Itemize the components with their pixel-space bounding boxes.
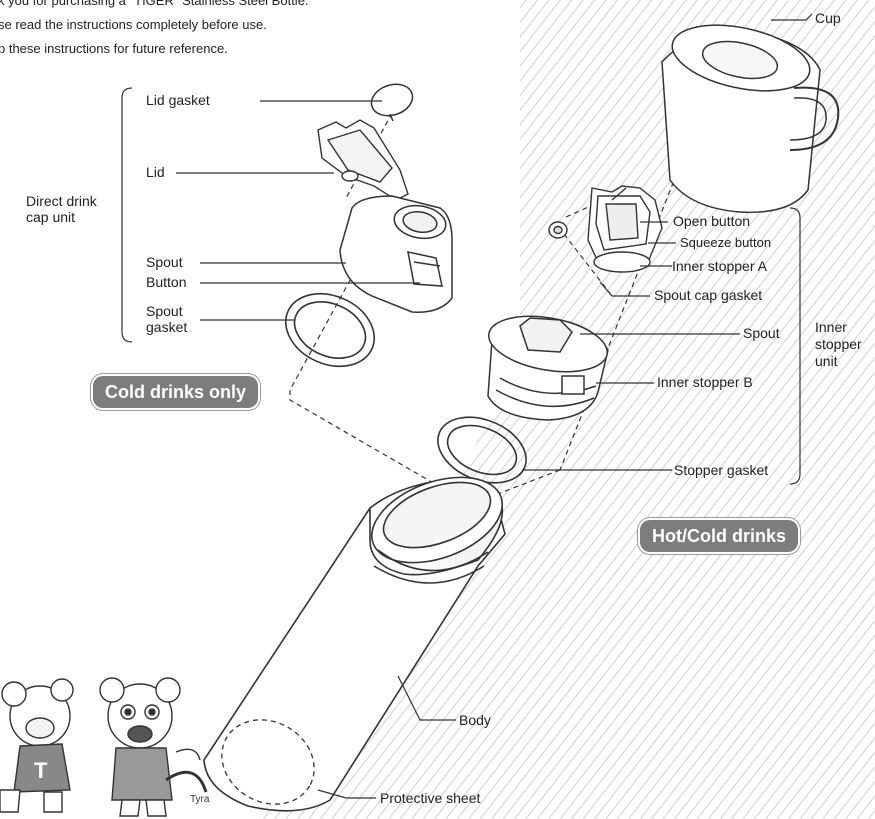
label-inner-stopper-b: Inner stopper B bbox=[657, 374, 753, 390]
intro-line-2: se read the instructions completely befo… bbox=[0, 17, 267, 32]
label-inner-stopper-a: Inner stopper A bbox=[672, 258, 767, 274]
label-direct-drink-line2: cap unit bbox=[26, 209, 75, 225]
svg-text:T: T bbox=[34, 758, 48, 783]
label-cup: Cup bbox=[815, 10, 841, 26]
label-spout-gasket-line1: Spout bbox=[146, 303, 183, 319]
intro-line-3: p these instructions for future referenc… bbox=[0, 41, 228, 56]
label-lid: Lid bbox=[146, 164, 165, 180]
badge-hot-cold-drinks: Hot/Cold drinks bbox=[640, 520, 798, 552]
label-spout-left: Spout bbox=[146, 254, 183, 270]
label-lid-gasket: Lid gasket bbox=[146, 92, 210, 108]
label-body: Body bbox=[459, 712, 491, 728]
spout-cap-illustration bbox=[340, 196, 452, 312]
label-inner-unit-line1: Inner bbox=[815, 319, 847, 335]
label-direct-drink-line1: Direct drink bbox=[26, 193, 97, 209]
lid-gasket-illustration bbox=[367, 79, 416, 121]
badge-cold-drinks-only: Cold drinks only bbox=[93, 376, 258, 408]
mascot-name-label: Tyra bbox=[190, 794, 209, 806]
label-stopper-gasket: Stopper gasket bbox=[674, 462, 768, 478]
lid-illustration bbox=[318, 120, 408, 200]
label-open-button: Open button bbox=[673, 213, 750, 229]
label-spout-right: Spout bbox=[743, 325, 780, 341]
mascot-illustration: T bbox=[0, 678, 206, 816]
spout-cap-gasket-illustration bbox=[549, 222, 567, 238]
label-inner-unit-line2: stopper bbox=[815, 336, 862, 352]
label-protective-sheet: Protective sheet bbox=[380, 790, 480, 806]
label-squeeze-button: Squeeze button bbox=[680, 235, 771, 251]
label-button: Button bbox=[146, 274, 186, 290]
label-inner-unit-line3: unit bbox=[815, 353, 838, 369]
label-spout-gasket-line2: gasket bbox=[146, 319, 187, 335]
intro-line-1: k you for purchasing a "TIGER" Stainless… bbox=[0, 0, 309, 8]
label-spout-cap-gasket: Spout cap gasket bbox=[654, 287, 762, 303]
